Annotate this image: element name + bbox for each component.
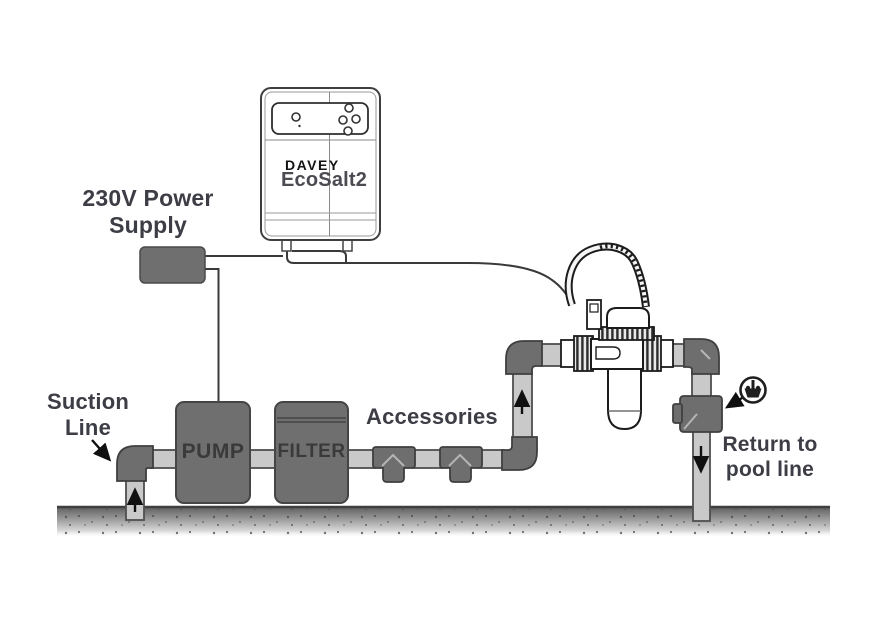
model-name-text: EcoSalt2 (281, 169, 368, 191)
pipe-elbow-to-pump (149, 449, 179, 469)
controller-inner-line (264, 91, 377, 237)
label-return-to-pool: Return to pool line (706, 433, 834, 483)
label-suction-line2: Line (64, 414, 112, 440)
label-arrows (91, 391, 745, 462)
nav-down-button (343, 126, 353, 136)
cell-tube (607, 368, 642, 431)
eyeball-pointer-arrow (724, 391, 745, 409)
label-suction-line1: Suction (46, 389, 130, 414)
label-power-supply-line1: 230V Power (82, 185, 214, 211)
accessory-tee-1 (372, 446, 416, 483)
label-filter: FILTER (277, 441, 346, 463)
nav-buttons-icon (338, 103, 361, 136)
suction-elbow (116, 445, 154, 482)
return-tee-mark (683, 413, 698, 430)
wiring (205, 243, 573, 402)
wire-powersupply-to-pump (205, 268, 220, 402)
eyeball-stem (751, 380, 755, 389)
tee1-mold-line (381, 453, 405, 467)
flow-arrows (126, 389, 710, 512)
power-led-dot (298, 124, 301, 128)
label-accessories: Accessories (366, 404, 498, 429)
controller-display-panel (271, 102, 369, 135)
riser-bottom-elbow (501, 436, 538, 471)
cell-cable-inner (566, 244, 648, 308)
accessory-tee-2 (439, 446, 483, 483)
cell-right-union (641, 335, 662, 372)
label-suction-line: Suction Line (36, 389, 140, 441)
nav-up-button (344, 103, 354, 113)
wire-controller-loop (292, 250, 347, 262)
equipment (139, 246, 349, 504)
label-return-line2: pool line (725, 457, 815, 481)
return-tee-stub (672, 403, 683, 424)
cell-handle (595, 346, 621, 360)
cell-sensor-detail (589, 303, 599, 313)
wire-controller-to-cell (286, 243, 573, 305)
power-supply-box (139, 246, 206, 284)
nav-left-button (338, 115, 348, 125)
label-power-supply: 230V Power Supply (62, 185, 234, 239)
filter-box (274, 401, 349, 504)
nav-right-button (351, 114, 361, 124)
power-led-icon (291, 112, 301, 122)
return-pipe-upper (691, 371, 712, 399)
eyeball-return-icon (739, 376, 767, 404)
cell-cap (606, 307, 650, 329)
label-return-line1: Return to (722, 433, 818, 456)
fittings (116, 338, 723, 483)
cell-right-nut (659, 339, 674, 368)
label-pump: PUMP (181, 440, 245, 464)
cell-left-nut (560, 339, 576, 368)
return-elbow-mark (700, 349, 711, 360)
fitting-highlights (381, 349, 711, 467)
pump-box (175, 401, 251, 504)
riser-top-elbow (505, 340, 543, 375)
pipe-pump-to-filter (247, 449, 278, 469)
pipe-tee1-to-tee2 (412, 449, 443, 469)
tee2-mold-line (448, 453, 472, 467)
cell-cable-ribs (599, 244, 648, 308)
pipe-filter-to-tee1 (345, 449, 376, 469)
controller-box (260, 87, 381, 252)
eyeball-basket (744, 388, 762, 398)
return-top-elbow (683, 338, 720, 375)
pipe-tee2-to-elbow (479, 449, 505, 469)
cell-assembly (560, 242, 674, 431)
suction-label-arrow (91, 439, 112, 462)
ground (57, 505, 830, 537)
label-power-supply-line2: Supply (109, 212, 187, 239)
brand-logo-text: DAVEY (285, 157, 340, 173)
